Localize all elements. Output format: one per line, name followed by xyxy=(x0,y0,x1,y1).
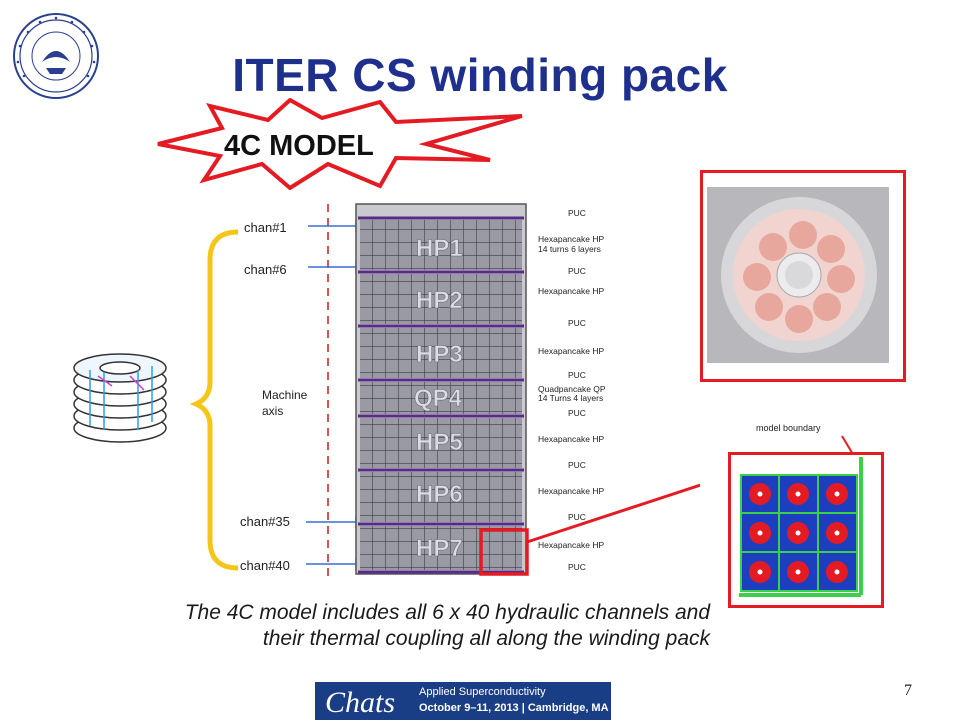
conductor-photo-frame xyxy=(700,170,906,382)
side-label: Hexapancake HP xyxy=(538,486,604,496)
pancake-label: HP1 xyxy=(416,235,463,262)
channel-label: chan#40 xyxy=(240,558,290,573)
side-label: PUC xyxy=(568,512,586,522)
conference-logo: Chats xyxy=(325,686,396,719)
conference-banner: Chats Applied Superconductivity October … xyxy=(315,682,611,720)
side-label: PUC xyxy=(568,266,586,276)
side-label: PUC xyxy=(568,208,586,218)
model-cross-section-frame xyxy=(728,452,884,608)
slide-title: ITER CS winding pack xyxy=(232,49,728,101)
pancake-label: HP7 xyxy=(416,535,463,562)
axis-label-line2: axis xyxy=(262,404,283,418)
burst-shape xyxy=(157,98,523,190)
model-boundary-label: model boundary xyxy=(756,423,821,433)
page-number: 7 xyxy=(904,682,912,699)
model-cross-section xyxy=(739,457,863,597)
side-label: Hexapancake HP xyxy=(538,346,604,356)
pancake-label: HP3 xyxy=(416,341,463,368)
side-label: Hexapancake HP xyxy=(538,434,604,444)
pancake-label: HP2 xyxy=(416,287,463,314)
side-label: 14 turns 6 layers xyxy=(538,244,601,254)
side-label: Quadpancake QP xyxy=(538,384,606,394)
caption-line: their thermal coupling all along the win… xyxy=(262,627,710,650)
model-label: 4C MODEL xyxy=(224,130,374,162)
university-seal-logo xyxy=(13,13,99,99)
channel-label: chan#6 xyxy=(244,262,287,277)
banner-subtitle: Applied Superconductivity xyxy=(419,686,546,698)
pancake-label: HP5 xyxy=(416,429,463,456)
coil-stack-thumbnail xyxy=(73,353,167,443)
channel-label: chan#1 xyxy=(244,220,287,235)
pancake-label: QP4 xyxy=(414,385,463,412)
conductor-photo xyxy=(707,187,889,363)
side-label: Hexapancake HP xyxy=(538,286,604,296)
winding-pack-diagram: Machine axis chan#1 chan#6 chan#35 chan#… xyxy=(73,203,700,580)
puc-separators xyxy=(358,216,524,574)
side-label: PUC xyxy=(568,370,586,380)
banner-dates: October 9–11, 2013 | Cambridge, MA xyxy=(419,702,609,714)
leader-line xyxy=(526,483,700,544)
side-label: PUC xyxy=(568,562,586,572)
channel-label: chan#35 xyxy=(240,514,290,529)
highlight-box xyxy=(479,528,529,576)
side-label: PUC xyxy=(568,318,586,328)
side-label: PUC xyxy=(568,460,586,470)
caption-line: The 4C model includes all 6 x 40 hydraul… xyxy=(184,601,710,624)
slide-caption: The 4C model includes all 6 x 40 hydraul… xyxy=(120,600,710,652)
axis-label-line1: Machine xyxy=(262,388,308,402)
side-label: Hexapancake HP xyxy=(538,234,604,244)
side-label: 14 Turns 4 layers xyxy=(538,393,603,403)
pancake-grid xyxy=(360,220,522,570)
pancake-label: HP6 xyxy=(416,481,463,508)
side-label: PUC xyxy=(568,408,586,418)
channel-brace xyxy=(189,229,239,571)
side-label: Hexapancake HP xyxy=(538,540,604,550)
